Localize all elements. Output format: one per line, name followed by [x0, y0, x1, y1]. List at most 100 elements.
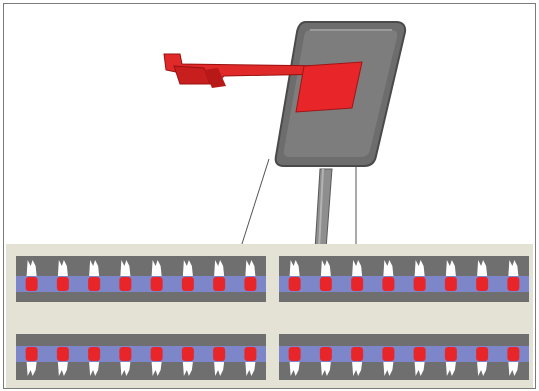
tooth-crown: [151, 260, 162, 276]
tooth-marker: [444, 277, 457, 291]
tooth: [244, 260, 257, 291]
bite-band: [279, 276, 529, 292]
tooth: [88, 260, 101, 291]
tooth: [288, 260, 301, 291]
bite-band: [16, 346, 266, 362]
tooth-marker: [213, 347, 226, 361]
tooth-marker: [413, 277, 426, 291]
tooth: [244, 347, 257, 376]
tooth-crown: [289, 362, 300, 376]
tooth-crown: [214, 260, 225, 276]
upper-left-teeth: [279, 256, 529, 302]
tooth: [150, 347, 163, 376]
lower-left-quadrant: [279, 334, 529, 380]
tooth-crown: [89, 260, 100, 276]
tooth-crown: [245, 362, 256, 376]
tooth: [476, 347, 489, 376]
tooth-marker: [413, 347, 426, 361]
tooth-crown: [477, 260, 488, 276]
tooth-crown: [289, 260, 300, 276]
tooth-chart-panel: [6, 244, 533, 388]
tooth-crown: [445, 362, 456, 376]
tooth: [181, 260, 194, 291]
tooth: [507, 347, 520, 376]
tooth-crown: [508, 260, 519, 276]
tooth: [150, 260, 163, 291]
upper-right-quadrant: [16, 256, 266, 302]
tooth: [351, 347, 364, 376]
tooth-marker: [56, 347, 69, 361]
tooth-crown: [383, 362, 394, 376]
lower-right-quadrant: [16, 334, 266, 380]
tooth-crown: [320, 260, 331, 276]
bite-band: [279, 346, 529, 362]
tooth-crown: [26, 260, 37, 276]
tooth-marker: [319, 277, 332, 291]
tooth: [444, 260, 457, 291]
tooth-crown: [245, 260, 256, 276]
tooth-marker: [119, 347, 132, 361]
tooth-marker: [244, 277, 257, 291]
sensor-cable: [314, 168, 333, 249]
tooth-crown: [383, 260, 394, 276]
lower-left-teeth: [279, 334, 529, 380]
tooth-marker: [56, 277, 69, 291]
tooth-marker: [181, 347, 194, 361]
tooth-marker: [382, 277, 395, 291]
tooth: [56, 347, 69, 376]
tooth-crown: [57, 260, 68, 276]
tooth: [507, 260, 520, 291]
tooth-crown: [320, 362, 331, 376]
lower-right-teeth: [16, 334, 266, 380]
tooth-marker: [319, 347, 332, 361]
tooth-marker: [119, 277, 132, 291]
tooth-crown: [445, 260, 456, 276]
tooth: [351, 260, 364, 291]
tooth: [413, 347, 426, 376]
tooth-crown: [182, 362, 193, 376]
tooth: [382, 260, 395, 291]
tooth-marker: [351, 347, 364, 361]
tooth-marker: [351, 277, 364, 291]
upper-left-quadrant: [279, 256, 529, 302]
tooth: [213, 347, 226, 376]
tooth-crown: [214, 362, 225, 376]
tooth-marker: [382, 347, 395, 361]
tooth-crown: [414, 260, 425, 276]
tooth-marker: [88, 347, 101, 361]
tooth: [119, 260, 132, 291]
tooth-marker: [444, 347, 457, 361]
tooth: [213, 260, 226, 291]
tooth-marker: [288, 277, 301, 291]
tooth-marker: [25, 277, 38, 291]
tooth: [181, 347, 194, 376]
tooth-crown: [477, 362, 488, 376]
tooth-crown: [414, 362, 425, 376]
tooth-crown: [508, 362, 519, 376]
tooth-crown: [352, 260, 363, 276]
tooth-marker: [288, 347, 301, 361]
tooth-marker: [476, 277, 489, 291]
tooth: [288, 347, 301, 376]
tooth-marker: [244, 347, 257, 361]
tooth-crown: [57, 362, 68, 376]
tooth-marker: [213, 277, 226, 291]
tooth: [413, 260, 426, 291]
tooth: [119, 347, 132, 376]
tooth-crown: [151, 362, 162, 376]
tooth-marker: [507, 347, 520, 361]
tooth: [319, 347, 332, 376]
tooth: [88, 347, 101, 376]
sensor-holder-arm: [163, 53, 363, 113]
tooth-marker: [507, 277, 520, 291]
tooth-marker: [150, 277, 163, 291]
sensor-illustration: [163, 21, 407, 249]
tooth: [25, 260, 38, 291]
tooth-crown: [120, 362, 131, 376]
bite-band: [16, 276, 266, 292]
tooth-marker: [88, 277, 101, 291]
tooth-crown: [89, 362, 100, 376]
diagram-frame: [3, 3, 536, 389]
tooth: [25, 347, 38, 376]
tooth-crown: [352, 362, 363, 376]
